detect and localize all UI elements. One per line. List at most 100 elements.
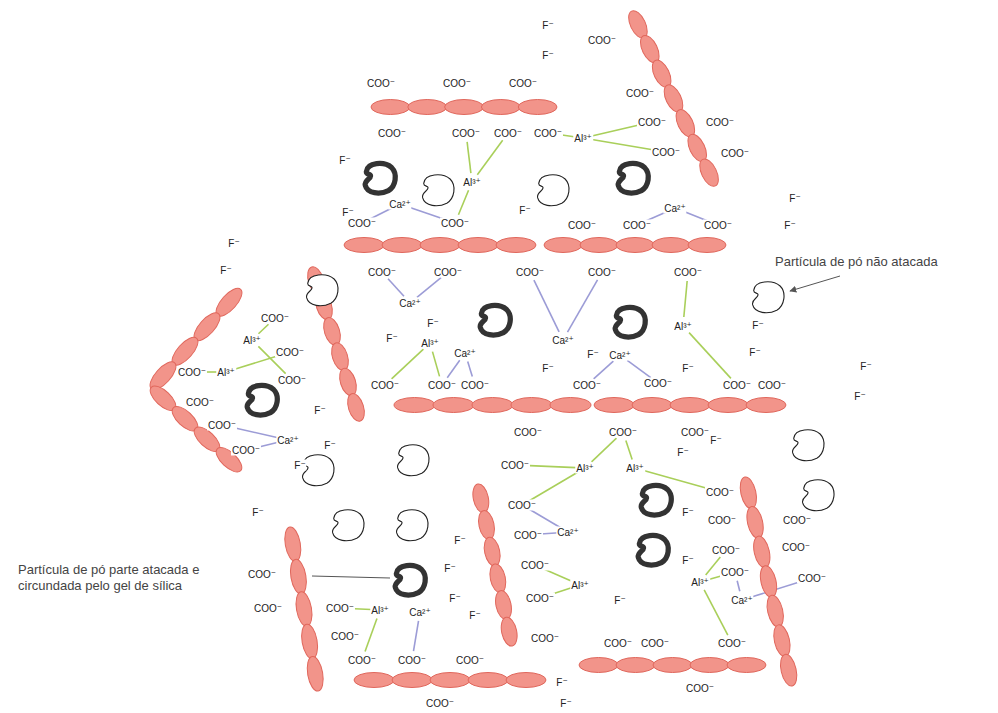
ion-label: COO⁻ [325, 603, 355, 614]
ion-label: F⁻ [426, 318, 439, 329]
chain-segment [758, 564, 780, 599]
ionic-bonds [201, 124, 803, 651]
unattacked-particle [422, 175, 454, 206]
ion-label: COO⁻ [705, 117, 735, 128]
chain-segment [476, 509, 497, 541]
ion-label: F⁻ [676, 447, 689, 458]
bond-line [706, 557, 721, 575]
ion-label: Ca²⁺ [663, 203, 686, 214]
ion-label: F⁻ [541, 20, 554, 31]
chain-segment [580, 238, 618, 253]
ion-label: COO⁻ [397, 655, 427, 666]
attacked-particle [615, 308, 645, 337]
polyacid-chains [146, 8, 800, 692]
ion-label: COO⁻ [782, 515, 812, 526]
bond-line [467, 142, 471, 173]
ion-label: Al³⁺ [690, 577, 710, 588]
ion-label: COO⁻ [177, 367, 207, 378]
ion-label: COO⁻ [711, 545, 741, 556]
attacked-particle [638, 536, 668, 565]
chain-segment [708, 398, 748, 413]
ion-label: F⁻ [385, 333, 398, 344]
ion-label: F⁻ [681, 507, 694, 518]
ion-label: F⁻ [555, 677, 568, 688]
ion-label: F⁻ [586, 349, 599, 360]
ion-label: COO⁻ [253, 603, 283, 614]
chain-segment [771, 623, 793, 658]
bond-line [417, 278, 441, 298]
ion-label: F⁻ [227, 238, 240, 249]
chain-segment [696, 156, 722, 189]
chain-segment [690, 658, 729, 673]
chain-segment [472, 398, 513, 413]
bond-line [534, 280, 559, 332]
ion-label: COO⁻ [643, 378, 673, 389]
chain-segment [746, 398, 786, 413]
bond-line [592, 124, 643, 136]
ion-label: COO⁻ [440, 218, 470, 229]
chain-segment [371, 100, 410, 115]
ion-label: F⁻ [293, 460, 306, 471]
ion-label: COO⁻ [587, 35, 617, 46]
attacked-particle [365, 164, 395, 193]
bond-line [392, 349, 424, 379]
chain-segment [518, 100, 557, 115]
ion-label: COO⁻ [247, 569, 277, 580]
ion-label: COO⁻ [567, 220, 597, 231]
ion-label: COO⁻ [513, 530, 543, 541]
ion-label: COO⁻ [757, 380, 787, 391]
chain-segment [408, 100, 447, 115]
bond-line [388, 279, 404, 297]
ion-label: Al³⁺ [573, 133, 593, 144]
ion-label: COO⁻ [277, 375, 307, 386]
chain-segment [458, 238, 498, 253]
ion-label: COO⁻ [637, 117, 667, 128]
bond-line [543, 569, 572, 582]
ion-label: COO⁻ [587, 267, 617, 278]
ion-label: F⁻ [541, 50, 554, 61]
ion-label: COO⁻ [185, 397, 215, 408]
bond-line [477, 140, 502, 174]
ion-label: Ca²⁺ [388, 199, 411, 210]
ion-label: COO⁻ [367, 267, 397, 278]
ion-label: COO⁻ [673, 267, 703, 278]
ion-label: Al³⁺ [216, 367, 236, 378]
bond-line [447, 360, 459, 377]
unattacked-particle [302, 455, 334, 486]
ion-label: COO⁻ [366, 78, 396, 89]
ion-label: F⁻ [341, 207, 354, 218]
chain-segment [511, 398, 552, 413]
chain-segment [688, 238, 726, 253]
chain-segment [544, 238, 582, 253]
ion-label: COO⁻ [572, 380, 602, 391]
ion-label: COO⁻ [530, 633, 560, 644]
ion-label: COO⁻ [608, 427, 638, 438]
ion-label: Al³⁺ [673, 321, 693, 332]
ion-label: F⁻ [709, 435, 722, 446]
ion-label: COO⁻ [433, 267, 463, 278]
ion-label: COO⁻ [370, 380, 400, 391]
ion-label: F⁻ [468, 610, 481, 621]
ion-label: COO⁻ [705, 487, 735, 498]
ion-label: Ca²⁺ [551, 335, 574, 346]
chain-segment [737, 475, 759, 510]
bond-line [684, 281, 687, 317]
ion-label: F⁻ [748, 347, 761, 358]
ion-label: Al³⁺ [625, 463, 645, 474]
chain-segment [294, 591, 315, 628]
chain-segment [499, 616, 520, 648]
ion-label: Ca²⁺ [453, 348, 476, 359]
ion-label: COO⁻ [525, 593, 555, 604]
ion-label: COO⁻ [720, 567, 750, 578]
ion-label: F⁻ [783, 220, 796, 231]
chain-segment [394, 398, 435, 413]
ion-label: F⁻ [251, 507, 264, 518]
bond-line [592, 438, 617, 462]
bond-line [458, 190, 468, 214]
ion-label: COO⁻ [717, 638, 747, 649]
attacked-particle [395, 566, 425, 595]
ion-label: F⁻ [338, 155, 351, 166]
chain-segment [299, 623, 320, 660]
